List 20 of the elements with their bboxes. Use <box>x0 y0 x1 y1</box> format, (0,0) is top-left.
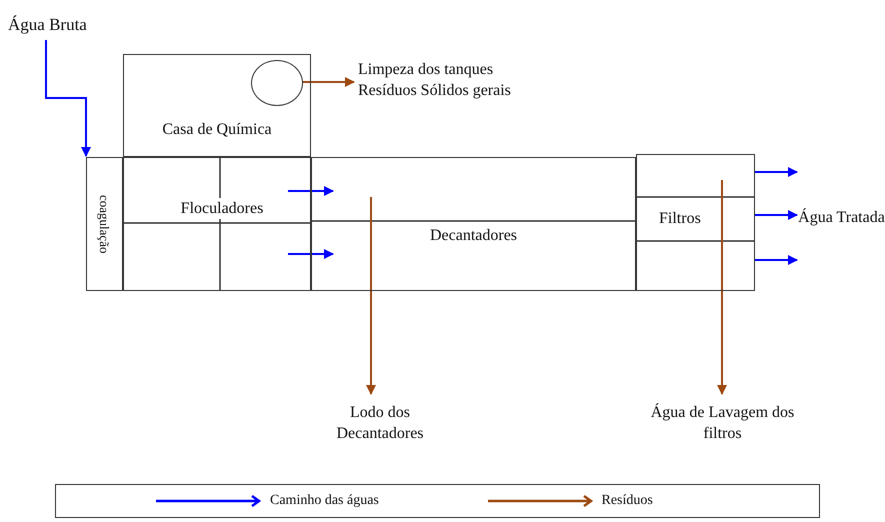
coagulation-box <box>86 157 123 291</box>
filter-box <box>636 154 755 291</box>
tank-circle <box>251 60 303 106</box>
outlet-label: Água Tratada <box>798 207 885 228</box>
flow-arrow <box>45 40 91 157</box>
settling-tank-box <box>311 157 636 291</box>
flow-arrow <box>755 255 798 265</box>
flow-arrow <box>302 77 355 87</box>
flow-arrow <box>755 210 798 220</box>
flow-arrow <box>755 167 798 177</box>
room-label: Floculadores <box>180 198 264 219</box>
flow-arrow <box>288 249 334 259</box>
chemical-house-box <box>123 54 311 157</box>
flow-arrow <box>288 186 334 196</box>
flow-arrow <box>366 197 376 395</box>
legend-label: Resíduos <box>602 493 653 509</box>
flow-arrow <box>717 180 727 395</box>
inlet-label: Água Bruta <box>8 14 87 34</box>
legend-label: Caminho das águas <box>270 493 379 509</box>
flocculator-box <box>123 157 311 291</box>
